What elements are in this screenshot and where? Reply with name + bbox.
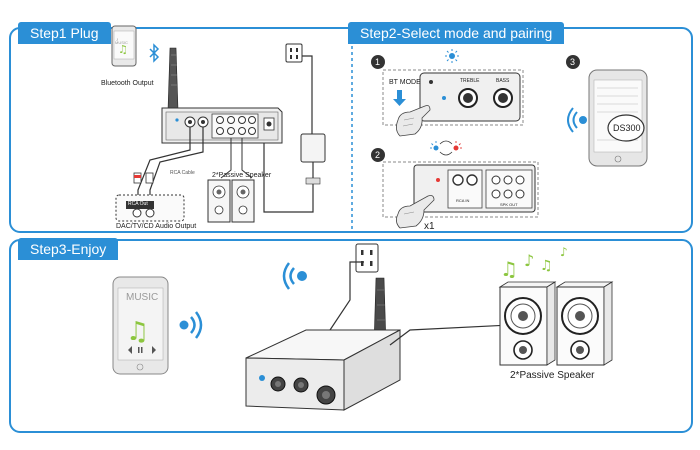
- bt-mode-label: BT MODE: [389, 79, 421, 86]
- led-blink-icon: [430, 140, 462, 156]
- bluetooth-output-label: Bluetooth Output: [101, 80, 154, 87]
- svg-text:♫: ♫: [540, 258, 553, 274]
- step1-speaker-label: 2*Passive Speaker: [212, 172, 272, 179]
- step1-phone-screen-text: MUSIC: [115, 40, 128, 45]
- step1-rca-cable: [133, 127, 204, 200]
- step2-front-panel-zoom: [382, 69, 524, 126]
- svg-text:♪: ♪: [560, 245, 568, 259]
- step3-left-speaker: [498, 281, 557, 366]
- svg-text:♫: ♫: [500, 257, 518, 281]
- step2-number-2: 2: [375, 150, 381, 160]
- step3-phone-signal-icon: [179, 311, 203, 339]
- step3-amp-signal-icon: [282, 262, 307, 290]
- music-notes-icon: ♫ ♪ ♫ ♪: [500, 245, 568, 281]
- step2-number-badges: [371, 55, 580, 162]
- step1-phone: ♪ ♫: [111, 25, 137, 67]
- press-count-label: x1: [424, 221, 435, 232]
- step2-signal-icon: [567, 107, 587, 133]
- step2-number-3: 3: [570, 57, 576, 67]
- step3-amplifier: [245, 277, 401, 411]
- treble-label: TREBLE: [460, 78, 480, 84]
- step2-hand-press-icon-2: [396, 195, 435, 229]
- press-down-arrow-icon: [393, 90, 406, 106]
- step3-wall-outlet: [329, 243, 379, 331]
- step3-phone: ♫: [112, 276, 169, 375]
- blue-light-icon: [445, 49, 459, 63]
- step3-right-speaker: [555, 281, 614, 366]
- step3-phone-screen-text: MUSIC: [126, 292, 159, 303]
- step1-power-adapter: [263, 55, 326, 213]
- step1-speakers: [207, 138, 255, 223]
- step2-hand-press-icon: [396, 105, 431, 137]
- step3-tab: Step3-Enjoy: [18, 238, 119, 260]
- bluetooth-icon: [149, 43, 160, 63]
- step2-phone: [588, 69, 648, 167]
- step3-speaker-label: 2*Passive Speaker: [510, 370, 595, 381]
- step1-source-device: [115, 194, 185, 222]
- step2-tab: Step2-Select mode and pairing: [348, 22, 565, 44]
- spk-out-label: SPK OUT: [500, 202, 518, 207]
- source-device-label: DAC/TV/CD Audio Output: [116, 223, 197, 230]
- step2-number-1: 1: [375, 57, 381, 67]
- bass-label: BASS: [496, 78, 510, 84]
- step1-amplifier-rear: [161, 47, 283, 144]
- step1-wall-outlet: [285, 43, 303, 63]
- svg-text:♪: ♪: [524, 251, 534, 270]
- step2-rear-panel-zoom: [382, 161, 539, 218]
- device-name-label: DS300: [613, 123, 641, 133]
- rca-out-label: RCA Out: [128, 201, 148, 207]
- svg-text:♫: ♫: [126, 317, 149, 347]
- step1-tab: Step1 Plug: [18, 22, 111, 44]
- svg-text:♪: ♪: [116, 37, 119, 43]
- rca-in-label: RCA IN: [456, 198, 470, 203]
- rca-cable-label: RCA Cable: [170, 170, 195, 176]
- svg-text:♫: ♫: [118, 43, 128, 56]
- step3-speaker-wire: [389, 324, 511, 346]
